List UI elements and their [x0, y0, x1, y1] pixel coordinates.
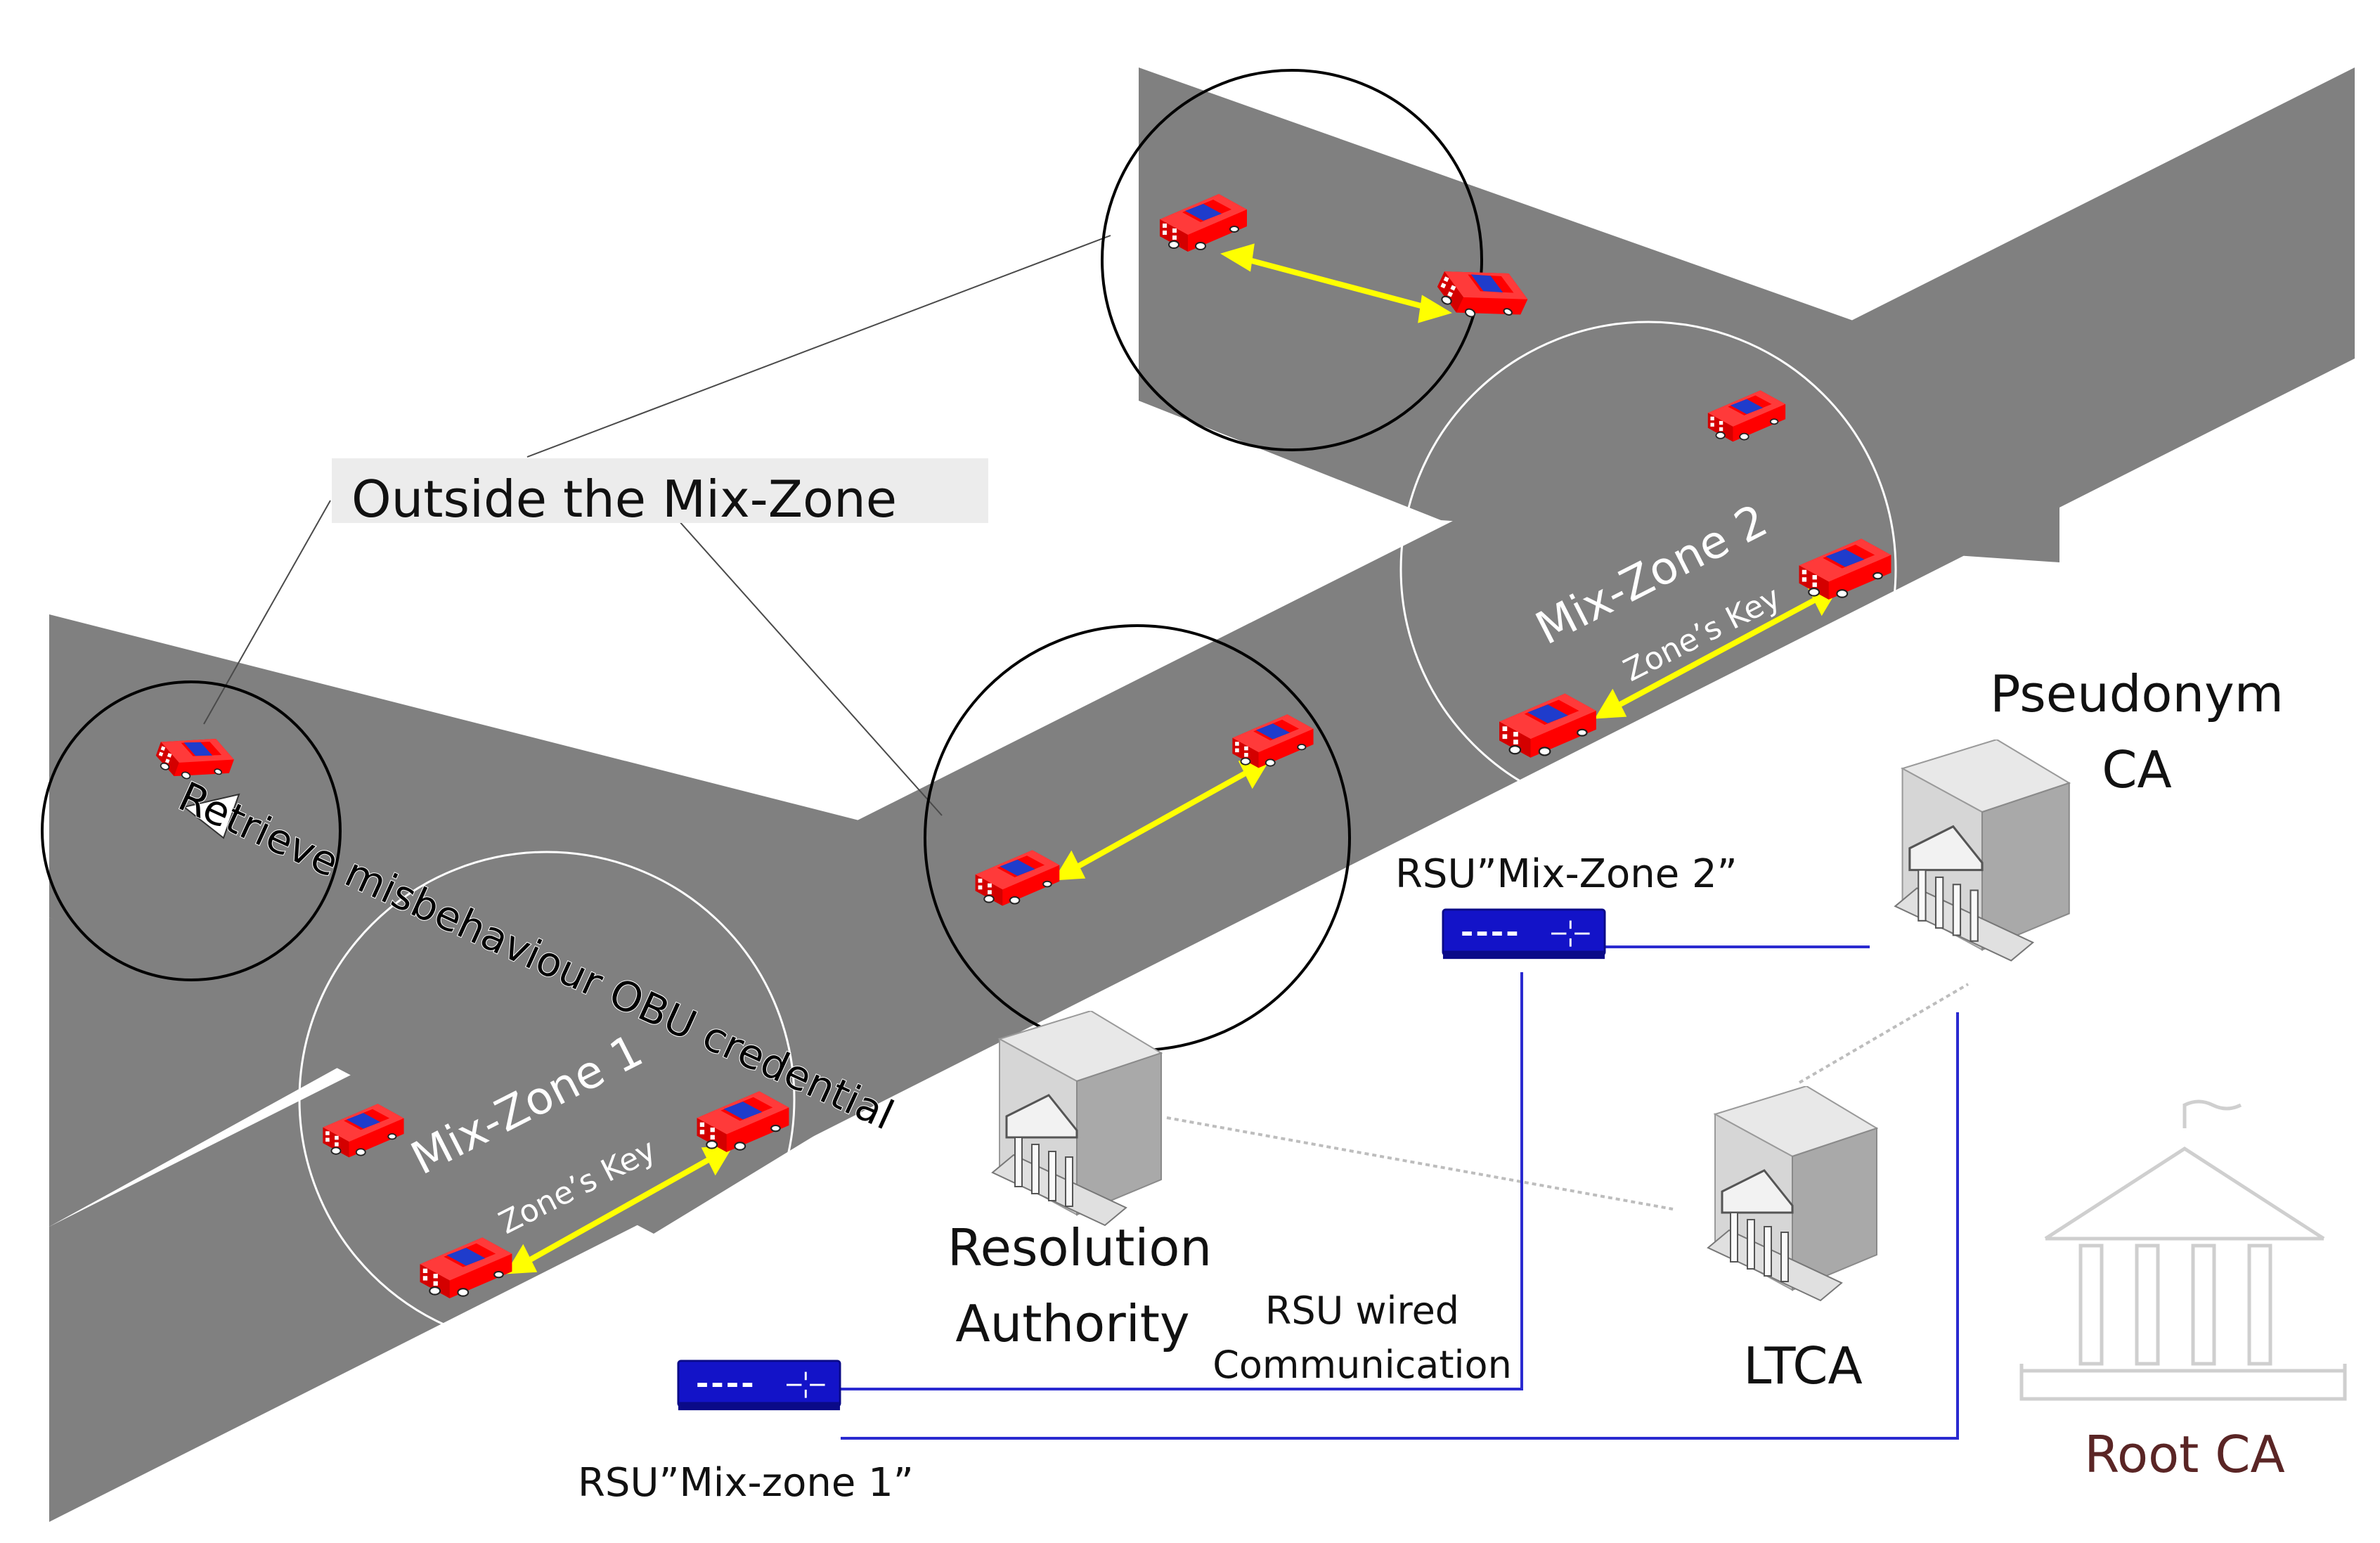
wire-rsu1-to-pseudonym-ca — [841, 1012, 1959, 1440]
ltca: LTCA — [1707, 1086, 1878, 1395]
retrieve-arrowhead — [182, 793, 240, 839]
rsu-router-icon — [1442, 908, 1606, 960]
root-ca: Root CA — [2019, 1099, 2347, 1484]
resolution-authority-line2: Authority — [955, 1294, 1189, 1353]
road-gap-left — [49, 917, 351, 1227]
server-building-icon — [1895, 740, 2069, 961]
mix-zone-circles — [298, 321, 1897, 1348]
rsu-router-icon — [677, 1360, 841, 1412]
callout-background — [332, 458, 988, 523]
pseudonym-ca-line2: CA — [2102, 740, 2172, 799]
root-ca-label: Root CA — [2084, 1425, 2285, 1484]
rsu-mix-zone-2: RSU”Mix-Zone 2” — [1395, 851, 1738, 960]
ltca-label: LTCA — [1743, 1336, 1863, 1395]
outside-mixzone-callout: Outside the Mix-Zone — [332, 458, 988, 529]
wired-label-line1: RSU wired — [1265, 1289, 1459, 1333]
wired-connections — [841, 945, 1959, 1440]
lens-left — [41, 680, 342, 981]
root-ca-building-icon — [2019, 1099, 2347, 1401]
callout-text: Outside the Mix-Zone — [351, 470, 897, 529]
rsu-mix-zone-2-label: RSU”Mix-Zone 2” — [1395, 851, 1738, 897]
rsu-mix-zone-1: RSU”Mix-zone 1” — [578, 1360, 914, 1506]
double-arrow-icon — [505, 1145, 734, 1274]
rsu-mix-zone-1-label: RSU”Mix-zone 1” — [578, 1460, 914, 1506]
wired-label-line2: Communication — [1212, 1343, 1512, 1387]
pseudonym-ca-line1: Pseudonym — [1990, 664, 2284, 723]
mix-zone-2-boundary — [1399, 321, 1897, 818]
pseudonym-ca: Pseudonym CA — [1895, 664, 2284, 961]
resolution-authority: Resolution Authority — [948, 1011, 1212, 1353]
double-arrow-icon — [1220, 243, 1452, 323]
server-building-icon — [991, 1011, 1163, 1227]
server-building-icon — [1707, 1086, 1878, 1302]
dotted-links — [1166, 983, 1970, 1210]
mix-zone-1-boundary — [298, 851, 796, 1348]
wire-rsu1-to-rsu2 — [841, 972, 1523, 1390]
wired-communication-label: RSU wired Communication — [1212, 1289, 1512, 1387]
resolution-authority-line1: Resolution — [948, 1218, 1212, 1277]
lens-top — [1101, 69, 1483, 451]
